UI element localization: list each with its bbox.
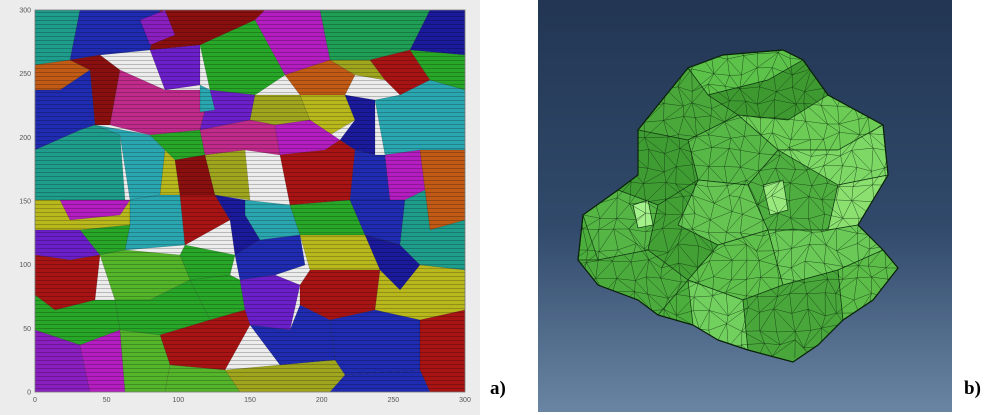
x-tick-label: 250: [387, 397, 399, 404]
y-tick-label: 100: [19, 262, 31, 269]
x-tick-label: 50: [103, 397, 111, 404]
voronoi-plot: 0 50 100 150 200 250 300 0 50 100 150 200 250 300: [0, 0, 480, 415]
x-tick-label: 300: [459, 397, 471, 404]
mesh-render: [577, 49, 899, 363]
mesh-facet: [632, 199, 654, 229]
plot-frame: [34, 9, 466, 393]
y-tick-label: 50: [23, 326, 31, 333]
y-tick-label: 150: [19, 199, 31, 206]
y-tick-label: 0: [27, 390, 31, 397]
aggregate-outline: [577, 49, 899, 363]
x-tick-label: 0: [33, 397, 37, 404]
voronoi-panel: 0 50 100 150 200 250 300 0 50 100 150 200 250 300: [0, 0, 480, 415]
y-axis-ticks: 0 50 100 150 200 250 300: [19, 8, 31, 397]
x-tick-label: 100: [172, 397, 184, 404]
y-tick-label: 200: [19, 135, 31, 142]
y-tick-label: 300: [19, 8, 31, 15]
panel-label-a: a): [490, 378, 506, 399]
x-axis-ticks: 0 50 100 150 200 250 300: [33, 397, 471, 404]
x-tick-label: 200: [316, 397, 328, 404]
tetrahedral-mesh: [577, 49, 899, 363]
panel-label-b: b): [964, 378, 981, 399]
y-tick-label: 250: [19, 71, 31, 78]
mesh-panel: [538, 0, 952, 412]
scanline-overlay: [35, 10, 465, 392]
x-tick-label: 150: [244, 397, 256, 404]
